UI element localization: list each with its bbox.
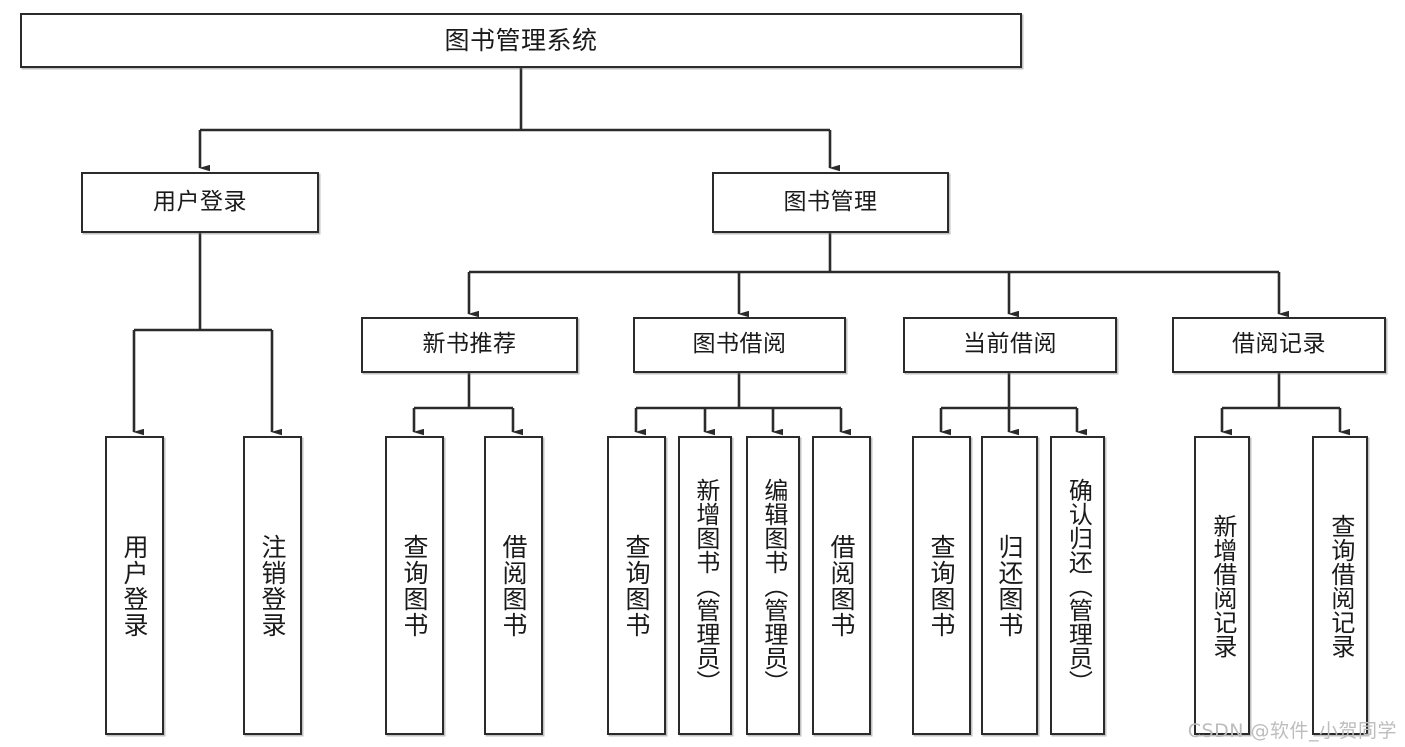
- leaf-current-borrow-query-label: 查询图书: [927, 533, 956, 638]
- leaf-borrow-record-add[interactable]: 新增借阅记录: [1194, 436, 1250, 735]
- node-current-borrow[interactable]: 当前借阅: [903, 317, 1117, 373]
- node-new-book-recommend-label: 新书推荐: [422, 331, 517, 358]
- leaf-borrow-record-query-label: 查询借阅记录: [1326, 513, 1355, 658]
- node-borrow-record[interactable]: 借阅记录: [1172, 317, 1386, 373]
- leaf-book-borrow-add-label: 新增图书（管理员）: [691, 477, 720, 694]
- leaf-borrow-record-query[interactable]: 查询借阅记录: [1312, 436, 1368, 735]
- leaf-book-borrow-add[interactable]: 新增图书（管理员）: [678, 436, 732, 735]
- leaf-current-borrow-return-label: 归还图书: [995, 533, 1024, 638]
- leaf-user-login-login[interactable]: 用户登录: [105, 436, 164, 735]
- node-book-borrow-label: 图书借阅: [692, 331, 787, 358]
- node-current-borrow-label: 当前借阅: [963, 331, 1057, 358]
- leaf-new-book-query[interactable]: 查询图书: [385, 436, 444, 735]
- leaf-book-borrow-query-label: 查询图书: [622, 533, 651, 638]
- node-book-manage[interactable]: 图书管理: [712, 172, 949, 233]
- leaf-borrow-record-add-label: 新增借阅记录: [1208, 513, 1237, 658]
- node-book-borrow[interactable]: 图书借阅: [633, 317, 846, 373]
- leaf-book-borrow-borrow-label: 借阅图书: [827, 533, 856, 638]
- leaf-user-login-login-label: 用户登录: [120, 533, 149, 638]
- leaf-current-borrow-confirm-return-label: 确认归还（管理员）: [1064, 477, 1093, 694]
- node-root-label: 图书管理系统: [444, 25, 598, 55]
- leaf-new-book-query-label: 查询图书: [400, 533, 429, 638]
- leaf-book-borrow-edit-label: 编辑图书（管理员）: [759, 477, 788, 694]
- leaf-current-borrow-return[interactable]: 归还图书: [981, 436, 1038, 735]
- node-book-manage-label: 图书管理: [783, 188, 878, 215]
- csdn-watermark: CSDN @软件_小贺同学: [1187, 720, 1397, 742]
- leaf-current-borrow-confirm-return[interactable]: 确认归还（管理员）: [1050, 436, 1105, 735]
- leaf-current-borrow-query[interactable]: 查询图书: [912, 436, 971, 735]
- leaf-new-book-borrow-label: 借阅图书: [499, 533, 528, 638]
- leaf-user-login-logout-label: 注销登录: [258, 533, 287, 638]
- node-new-book-recommend[interactable]: 新书推荐: [361, 317, 578, 373]
- leaf-book-borrow-edit[interactable]: 编辑图书（管理员）: [746, 436, 800, 735]
- leaf-book-borrow-borrow[interactable]: 借阅图书: [812, 436, 871, 735]
- node-borrow-record-label: 借阅记录: [1232, 331, 1326, 358]
- leaf-user-login-logout[interactable]: 注销登录: [243, 436, 302, 735]
- node-root[interactable]: 图书管理系统: [20, 13, 1022, 68]
- node-user-login[interactable]: 用户登录: [81, 172, 319, 233]
- node-user-login-label: 用户登录: [153, 188, 247, 215]
- leaf-book-borrow-query[interactable]: 查询图书: [607, 436, 666, 735]
- leaf-new-book-borrow[interactable]: 借阅图书: [484, 436, 543, 735]
